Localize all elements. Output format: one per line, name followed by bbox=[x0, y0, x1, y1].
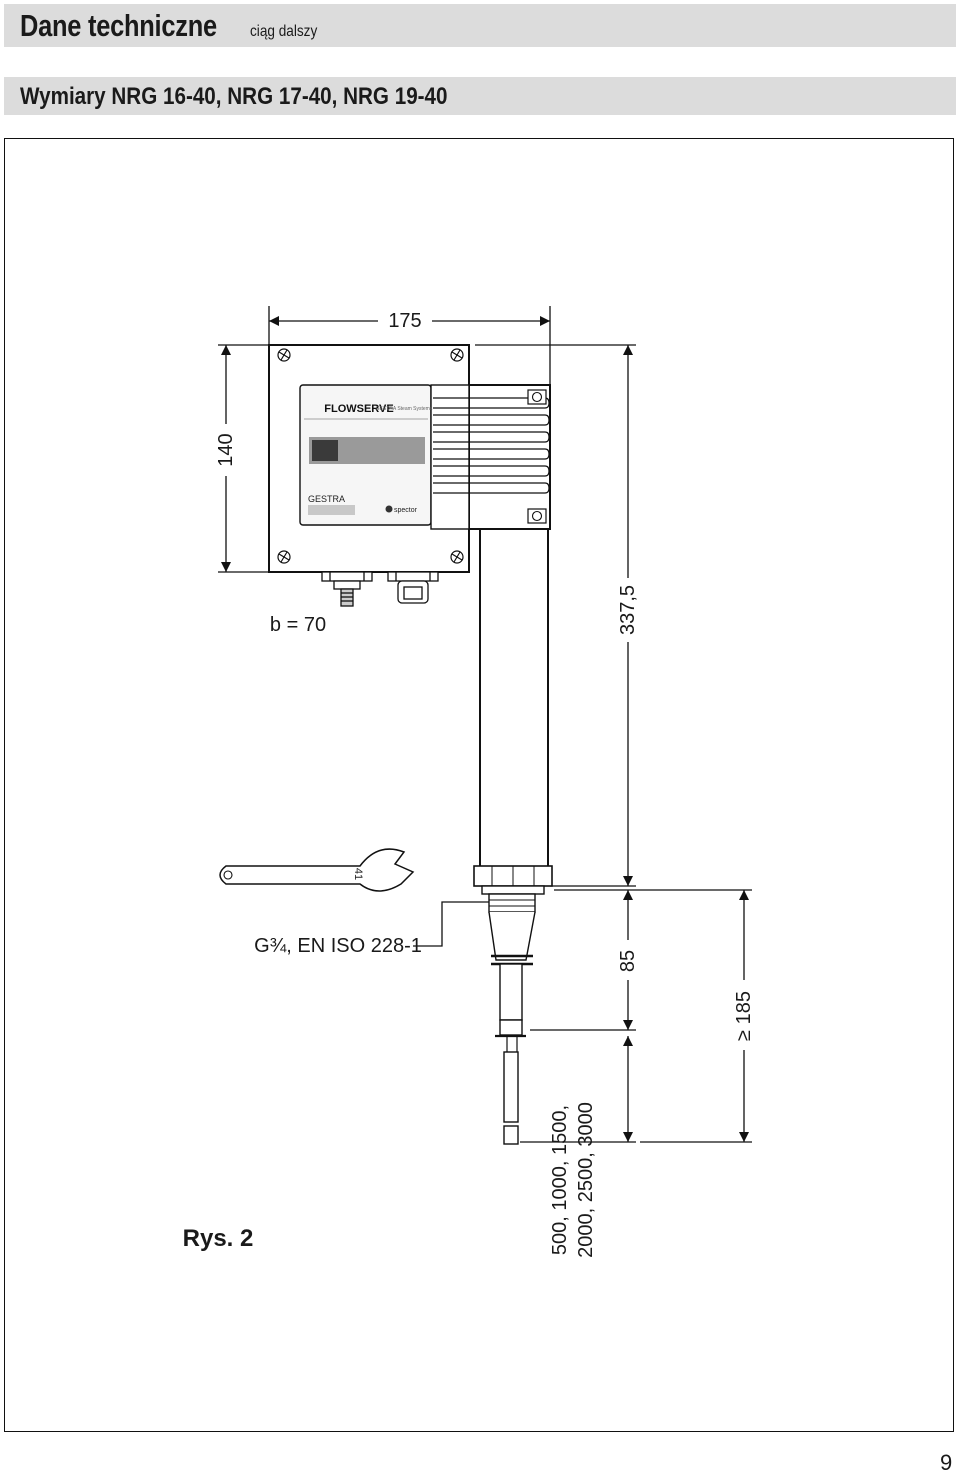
dim-thread-length-label: 85 bbox=[617, 950, 639, 972]
page-number: 9 bbox=[940, 1450, 953, 1475]
dim-height-label: 140 bbox=[215, 433, 237, 466]
wrench-icon bbox=[219, 848, 415, 892]
dimension-lines bbox=[218, 306, 752, 1143]
cable-glands bbox=[321, 571, 439, 607]
device-subbrand-label: GESTRA Steam Systems bbox=[376, 406, 433, 412]
electrode-lengths-line1: 500, 1000, 1500, bbox=[549, 1105, 571, 1255]
drawing-frame bbox=[4, 138, 954, 1432]
electrode-lengths-line2: 2000, 2500, 3000 bbox=[575, 1102, 597, 1258]
dim-min-clearance-label: ≥ 185 bbox=[733, 991, 755, 1041]
terminal-box bbox=[430, 384, 551, 530]
dim-width-label: 175 bbox=[388, 310, 421, 332]
wrench-size-label: 41 bbox=[352, 868, 364, 880]
header-bar: Dane techniczne ciąg dalszy bbox=[4, 4, 956, 47]
dim-b-label: b = 70 bbox=[270, 614, 326, 636]
device-series-label: spector bbox=[394, 507, 418, 514]
thread-label: G¾, EN ISO 228-1 bbox=[254, 935, 422, 957]
dim-total-height-label: 337,5 bbox=[617, 585, 639, 635]
section-title: Wymiary NRG 16-40, NRG 17-40, NRG 19-40 bbox=[20, 83, 448, 110]
electrode-body bbox=[473, 528, 553, 1145]
device-brand-label: FLOWSERVE bbox=[324, 403, 393, 415]
section-bar: Wymiary NRG 16-40, NRG 17-40, NRG 19-40 bbox=[4, 77, 956, 115]
page-subtitle: ciąg dalszy bbox=[250, 23, 318, 40]
device-maker-label: GESTRA bbox=[308, 494, 345, 504]
page-title: Dane techniczne bbox=[20, 8, 217, 43]
figure-label: Rys. 2 bbox=[183, 1225, 254, 1252]
